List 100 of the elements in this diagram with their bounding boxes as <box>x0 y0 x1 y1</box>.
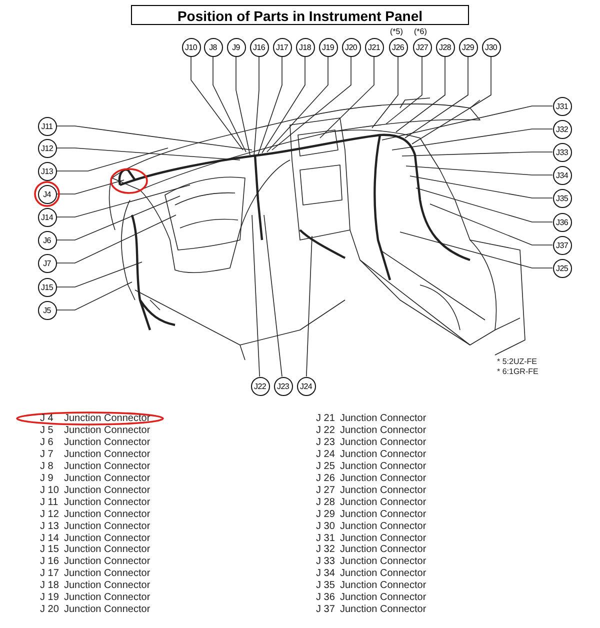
part-code: J 31 <box>316 532 335 544</box>
callout-circle: J22 <box>250 376 270 396</box>
callout-circle: J12 <box>38 138 56 158</box>
part-name: Junction Connector <box>340 484 426 496</box>
part-code: J 7 <box>40 448 54 460</box>
part-code: J 24 <box>316 448 335 460</box>
leader-line <box>262 56 306 154</box>
part-code: J 5 <box>40 424 54 436</box>
part-code: J 25 <box>316 460 335 472</box>
leader-line <box>306 236 312 377</box>
leader-line <box>236 56 250 156</box>
part-code: J 6 <box>40 436 54 448</box>
part-name: Junction Connector <box>64 532 150 544</box>
part-name: Junction Connector <box>340 604 426 616</box>
leader-line <box>382 106 553 140</box>
part-code: J 15 <box>40 544 59 556</box>
part-name: Junction Connector <box>340 424 426 436</box>
part-name: Junction Connector <box>64 544 150 556</box>
callout-circle: J32 <box>552 120 572 138</box>
part-name: Junction Connector <box>340 508 426 520</box>
part-code: J 37 <box>316 604 335 616</box>
part-code: J 11 <box>40 496 58 508</box>
leader-line <box>56 148 240 160</box>
leader-line <box>56 126 252 150</box>
part-name: Junction Connector <box>340 448 426 460</box>
leader-line <box>56 184 190 218</box>
part-name: Junction Connector <box>340 413 426 424</box>
callout-circle: J34 <box>552 166 572 184</box>
callout-circle: J33 <box>552 142 572 162</box>
leader-line <box>396 56 446 132</box>
callout-circle: J27 <box>412 38 432 56</box>
leader-line <box>404 56 468 138</box>
leader-line <box>320 56 374 138</box>
callout-circle: J10 <box>182 38 200 56</box>
part-name: Junction Connector <box>340 556 426 568</box>
callout-circle: J31 <box>552 96 572 116</box>
part-name: Junction Connector <box>340 460 426 472</box>
part-code: J 12 <box>40 508 59 520</box>
part-code: J 34 <box>316 568 335 580</box>
leader-line <box>410 176 553 198</box>
part-name: Junction Connector <box>340 532 426 544</box>
leader-line <box>412 56 492 144</box>
part-code: J 16 <box>40 556 59 568</box>
part-name: Junction Connector <box>64 604 150 616</box>
leader-line <box>386 56 422 124</box>
part-code: J 30 <box>316 520 335 532</box>
leader-line <box>56 214 176 264</box>
part-code: J 32 <box>316 544 335 556</box>
callout-circle: J25 <box>552 258 572 278</box>
leader-line <box>258 56 282 156</box>
part-name: Junction Connector <box>64 436 150 448</box>
leader-line <box>266 56 328 152</box>
part-code: J 17 <box>40 568 59 580</box>
leader-line <box>254 56 260 156</box>
part-name: Junction Connector <box>64 424 150 436</box>
leader-line <box>406 166 553 176</box>
callout-circle: J30 <box>482 38 500 56</box>
part-code: J 21 <box>316 413 335 424</box>
part-name: Junction Connector <box>64 448 150 460</box>
callout-circle: J18 <box>296 38 314 56</box>
callout-circle: J28 <box>436 38 454 56</box>
callout-circle: J9 <box>226 38 246 56</box>
part-code: J 9 <box>40 472 54 484</box>
part-name: Junction Connector <box>64 520 150 532</box>
part-code: J 20 <box>40 604 59 616</box>
leader-line <box>56 148 168 172</box>
part-code: J 22 <box>316 424 335 436</box>
callout-circle: J37 <box>552 236 572 254</box>
part-code: J 33 <box>316 556 335 568</box>
leader-line <box>400 232 553 268</box>
callout-circle: J24 <box>296 376 316 396</box>
leader-line <box>190 56 244 150</box>
part-name: Junction Connector <box>64 496 150 508</box>
leader-line <box>372 56 398 128</box>
callout-circle: J19 <box>318 38 338 56</box>
callout-circle: J35 <box>552 188 572 208</box>
leader-line <box>272 56 352 150</box>
part-code: J 23 <box>316 436 335 448</box>
callout-circle: J20 <box>342 38 360 56</box>
part-name: Junction Connector <box>340 496 426 508</box>
leader-line <box>416 188 553 222</box>
part-name: Junction Connector <box>64 580 150 592</box>
callout-circle: J15 <box>38 278 56 296</box>
footnote-text: * 6:1GR-FE <box>497 366 538 377</box>
leader-line <box>56 282 132 310</box>
part-name: Junction Connector <box>340 436 426 448</box>
leader-line <box>212 56 246 152</box>
leader-line <box>430 204 553 246</box>
part-name: Junction Connector <box>64 484 150 496</box>
callout-circle: J21 <box>364 38 384 56</box>
callout-circle: J17 <box>272 38 292 56</box>
part-code: J 26 <box>316 472 335 484</box>
part-name: Junction Connector <box>64 460 150 472</box>
callout-circle: J8 <box>204 38 222 56</box>
part-code: J 36 <box>316 592 335 604</box>
part-name: Junction Connector <box>340 472 426 484</box>
callout-circle: J14 <box>38 208 56 226</box>
part-name: Junction Connector <box>340 580 426 592</box>
part-code: J 29 <box>316 508 335 520</box>
callout-circle: J7 <box>38 254 56 272</box>
